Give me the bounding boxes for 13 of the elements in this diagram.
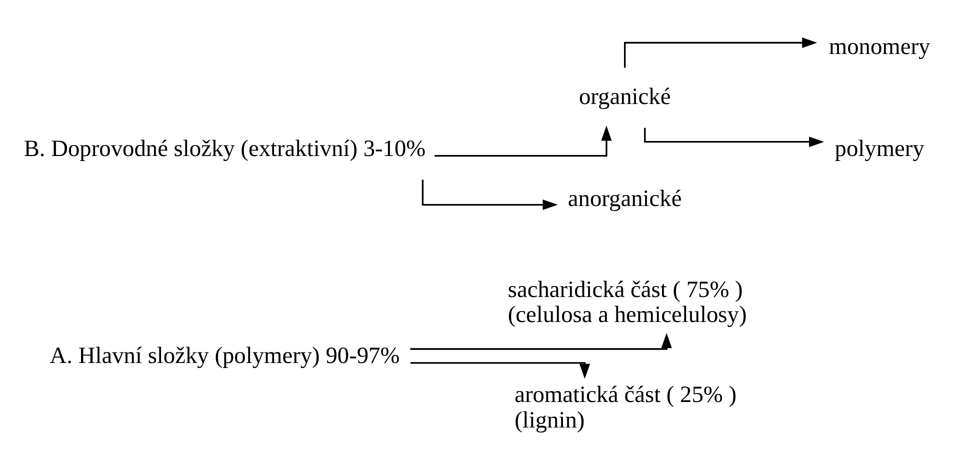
node-text: polymery	[834, 135, 924, 162]
arrow	[410, 332, 672, 350]
node-text: A. Hlavní složky (polymery) 90-97%	[50, 342, 400, 368]
arrow	[434, 125, 612, 156]
node-text: anorganické	[568, 185, 682, 212]
node-text: B. Doprovodné složky (extraktivní) 3-10%	[24, 135, 426, 162]
arrow	[422, 179, 558, 210]
node-text: monomery	[828, 33, 930, 60]
arrow	[624, 36, 818, 68]
node-text: organické	[578, 84, 671, 110]
node-text: aromatická část ( 25% ) (lignin)	[514, 382, 737, 433]
node-text: sacharidická část ( 75% ) (celulosa a hemicelulosy)	[508, 276, 747, 328]
arrow	[410, 362, 590, 378]
